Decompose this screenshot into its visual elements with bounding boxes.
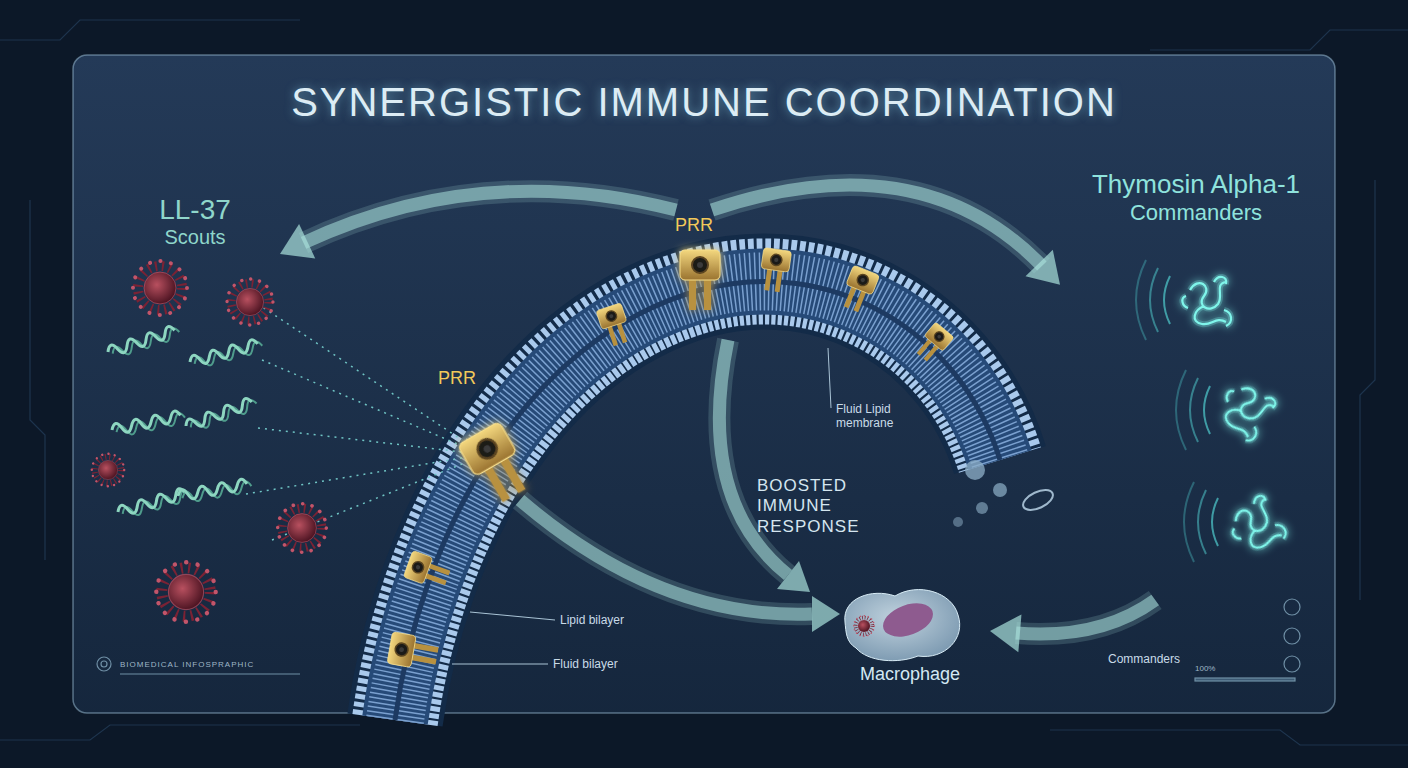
prr-receptor xyxy=(457,421,535,507)
flow-arrow xyxy=(280,191,676,258)
peptide-helix xyxy=(111,409,186,438)
arrow-glow xyxy=(1016,600,1155,634)
virus xyxy=(133,261,187,315)
annotation-label: BOOSTED IMMUNE RESPONSE xyxy=(757,476,927,537)
flow-arrow xyxy=(719,340,810,592)
lipid-membrane xyxy=(395,281,1000,720)
signal-waves xyxy=(1136,260,1170,340)
arrow-shaft xyxy=(712,185,1042,266)
node-group: LL-37Scouts xyxy=(110,192,280,254)
arrow-head xyxy=(1025,250,1060,285)
node-group: Thymosin Alpha-1Commanders xyxy=(1060,168,1332,600)
small-cells xyxy=(953,460,1056,527)
signal-waves xyxy=(1184,482,1218,562)
arrow-shaft xyxy=(1016,600,1155,634)
macrophage-cell xyxy=(845,590,960,661)
glass-panel xyxy=(73,55,1335,713)
prr-receptor xyxy=(758,248,792,293)
node-group: Macrophage xyxy=(830,585,990,687)
arrow-shaft xyxy=(304,191,676,243)
annotation-label: 100% xyxy=(1195,664,1255,674)
arrow-head xyxy=(280,224,315,258)
flow-arrow xyxy=(990,600,1155,652)
signal-waves xyxy=(1176,370,1210,450)
virus xyxy=(156,562,215,621)
annotation-label: Fluid Lipid membrane xyxy=(836,402,916,431)
annotation-label: Fluid bilayer xyxy=(553,657,663,671)
node-subtext: Commanders xyxy=(1130,200,1262,225)
annotation-label: Lipid bilayer xyxy=(560,613,670,627)
peptide-helix xyxy=(177,478,252,505)
annotation-label: PRR xyxy=(438,368,488,390)
prr-receptor xyxy=(913,322,955,365)
prr-receptor xyxy=(596,303,633,348)
node-heading: PRR xyxy=(675,215,713,236)
node-heading: Macrophage xyxy=(860,664,960,685)
flow-arrow xyxy=(712,185,1060,285)
peptide-helix xyxy=(184,396,258,434)
arrow-glow xyxy=(712,185,1042,266)
thymosin-molecule xyxy=(1223,492,1288,557)
node-group: PRR xyxy=(664,210,724,241)
virus xyxy=(227,279,273,325)
virus xyxy=(278,504,327,553)
arrow-head xyxy=(990,614,1021,652)
arrow-glow xyxy=(304,191,676,243)
peptide-helix xyxy=(106,324,181,360)
prr-receptor xyxy=(680,250,720,310)
peptide-helix xyxy=(189,338,264,371)
virus xyxy=(92,454,124,486)
footer-decor xyxy=(97,599,1300,681)
signal-dots xyxy=(246,300,462,540)
annotation-label: BIOMEDICAL INFOSPRAPHIC xyxy=(120,660,320,670)
prr-receptor xyxy=(838,265,880,314)
circuit-lines xyxy=(0,20,1408,745)
thymosin-molecule xyxy=(1182,277,1231,326)
prr-receptor xyxy=(403,551,452,592)
node-heading: Thymosin Alpha-1 xyxy=(1092,170,1300,200)
thymosin-molecule xyxy=(1212,375,1281,444)
node-heading: LL-37 xyxy=(159,194,231,226)
diagram-title: SYNERGISTIC IMMUNE COORDINATION xyxy=(0,80,1408,125)
prr-receptor xyxy=(387,632,440,672)
node-subtext: Scouts xyxy=(164,226,225,249)
